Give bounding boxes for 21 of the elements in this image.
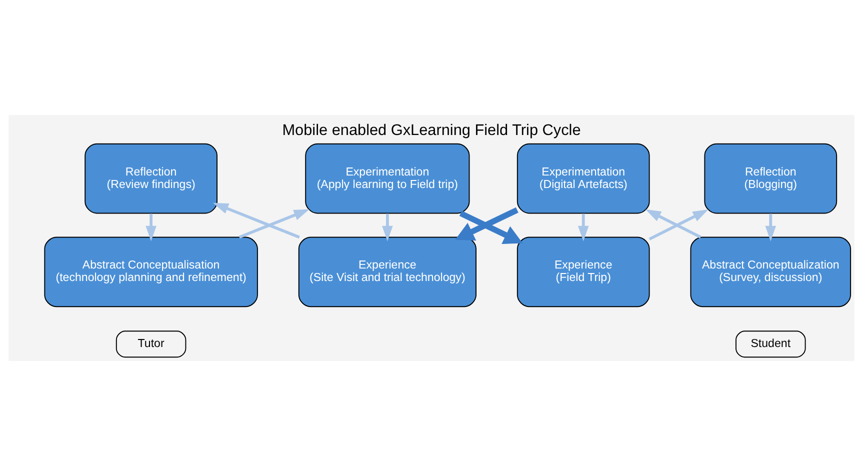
arrow	[238, 208, 310, 238]
node-box: Experience (Site Visit and trial technology)	[298, 236, 476, 307]
arrow	[212, 202, 300, 238]
node-box: Experimentation (Digital Artefacts)	[516, 142, 650, 214]
arrow	[455, 206, 518, 240]
arrow	[146, 213, 156, 241]
node-box: Experience (Field Trip)	[516, 236, 650, 307]
node-box: Abstract Conceptualization (Survey, discussion)	[690, 236, 852, 307]
node-box: Tutor	[116, 330, 186, 358]
arrow	[648, 208, 708, 240]
node-box: Experimentation (Apply learning to Field trip)	[305, 142, 470, 214]
node-box: Reflection (Review findings)	[84, 142, 218, 214]
arrow	[578, 213, 589, 241]
arrow	[646, 208, 702, 238]
node-box: Abstract Conceptualisation (technology planning and refinement)	[44, 236, 258, 307]
node-box: Student	[736, 330, 806, 358]
arrow	[765, 213, 776, 241]
arrow	[382, 213, 393, 241]
node-box: Reflection (Blogging)	[704, 142, 838, 214]
diagram-title: Mobile enabled GxLearning Field Trip Cycle	[282, 122, 581, 139]
arrow	[459, 210, 523, 244]
